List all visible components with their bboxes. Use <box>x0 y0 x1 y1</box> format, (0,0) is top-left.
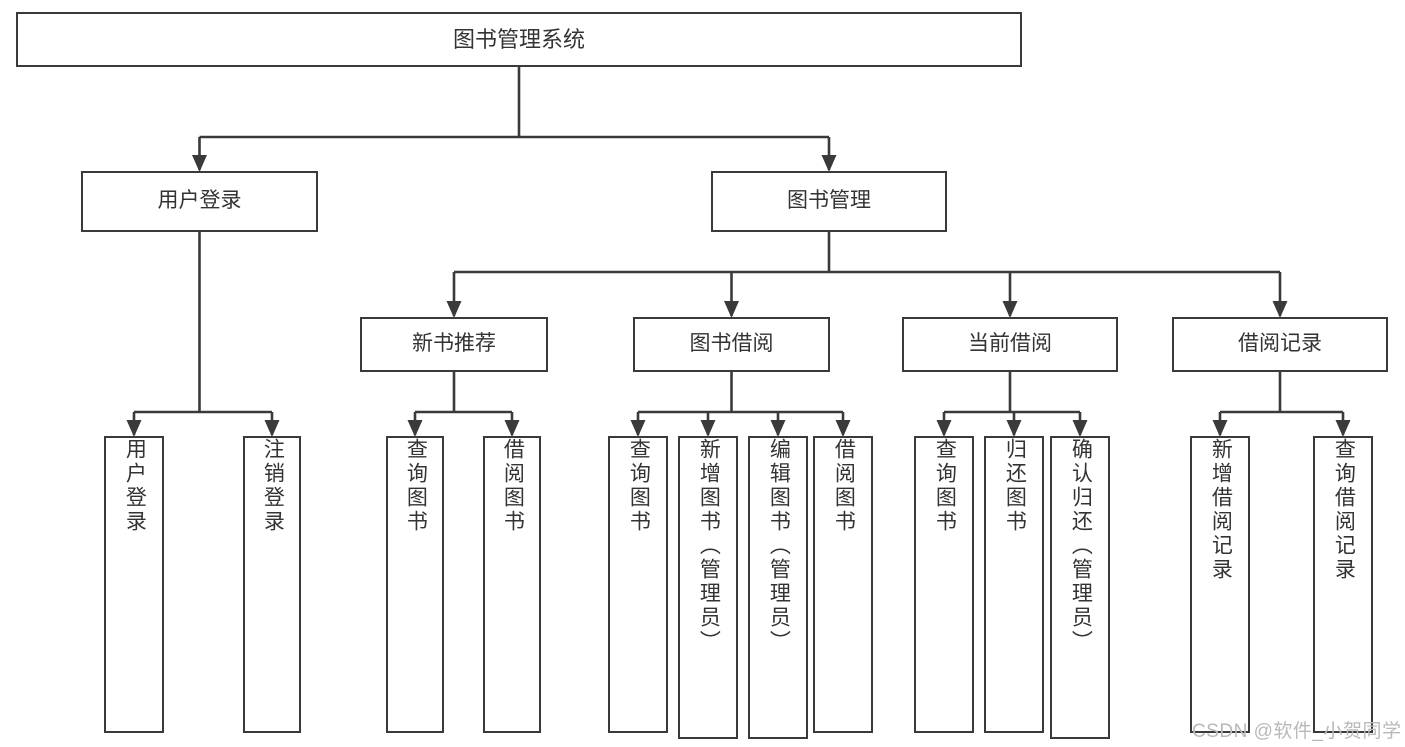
node-root[interactable]: 图书管理系统 <box>16 12 1022 67</box>
connector-arrowhead <box>407 420 423 437</box>
node-label: 图书管理 <box>787 189 871 213</box>
node-label: 编辑图书（管理员） <box>767 438 791 654</box>
connector-arrowhead <box>724 301 739 318</box>
connector-arrowhead <box>446 301 462 318</box>
node-label: 图书借阅 <box>689 332 774 356</box>
node-leaf-add-record[interactable]: 新增借阅记录 <box>1190 436 1250 733</box>
node-label: 注销登录 <box>261 438 285 534</box>
node-leaf-query-book-3[interactable]: 查询图书 <box>914 436 974 733</box>
node-label: 归还图书 <box>1003 438 1027 534</box>
connector-arrowhead <box>504 420 520 437</box>
node-label: 用户登录 <box>157 189 242 213</box>
node-book-borrow[interactable]: 图书借阅 <box>633 317 830 372</box>
node-label: 图书管理系统 <box>452 26 585 52</box>
node-leaf-return-book[interactable]: 归还图书 <box>984 436 1044 733</box>
node-label: 新书推荐 <box>412 332 496 356</box>
connector-arrowhead <box>126 420 142 437</box>
node-label: 新增图书（管理员） <box>697 438 721 654</box>
connector-arrowhead <box>1072 420 1088 437</box>
node-leaf-confirm-return[interactable]: 确认归还（管理员） <box>1050 436 1110 739</box>
node-leaf-query-book-2[interactable]: 查询图书 <box>608 436 668 733</box>
connector-arrowhead <box>1002 301 1018 318</box>
node-user-login[interactable]: 用户登录 <box>81 171 318 232</box>
connector-arrowhead <box>630 420 646 437</box>
node-label: 借阅记录 <box>1238 332 1322 356</box>
node-leaf-query-record[interactable]: 查询借阅记录 <box>1313 436 1373 733</box>
node-leaf-add-book[interactable]: 新增图书（管理员） <box>678 436 738 739</box>
node-label: 用户登录 <box>123 438 147 534</box>
node-leaf-borrow-book-1[interactable]: 借阅图书 <box>483 436 541 733</box>
node-leaf-user-logout[interactable]: 注销登录 <box>243 436 301 733</box>
connector-arrowhead <box>1212 420 1228 437</box>
node-label: 借阅图书 <box>501 438 525 534</box>
node-leaf-borrow-book-2[interactable]: 借阅图书 <box>813 436 873 733</box>
node-label: 新增借阅记录 <box>1209 438 1233 582</box>
node-book-manage[interactable]: 图书管理 <box>711 171 947 232</box>
node-current-borrow[interactable]: 当前借阅 <box>902 317 1118 372</box>
connector-arrowhead <box>1006 420 1022 437</box>
connector-arrowhead <box>936 420 952 437</box>
node-label: 查询借阅记录 <box>1332 438 1356 582</box>
connector-arrowhead <box>1335 420 1351 437</box>
node-label: 查询图书 <box>933 438 957 534</box>
connector-arrowhead <box>1272 301 1288 318</box>
node-label: 当前借阅 <box>968 332 1052 356</box>
node-borrow-record[interactable]: 借阅记录 <box>1172 317 1388 372</box>
connector-arrowhead <box>192 155 207 172</box>
node-label: 借阅图书 <box>832 438 856 534</box>
connector-arrowhead <box>264 420 280 437</box>
node-leaf-user-login[interactable]: 用户登录 <box>104 436 164 733</box>
node-label: 确认归还（管理员） <box>1069 438 1093 654</box>
node-new-book-rec[interactable]: 新书推荐 <box>360 317 548 372</box>
node-label: 查询图书 <box>627 438 651 534</box>
connector-arrowhead <box>835 420 851 437</box>
connector-arrowhead <box>700 420 716 437</box>
node-label: 查询图书 <box>404 438 428 534</box>
watermark-text: CSDN @软件_小贺同学 <box>1192 721 1402 742</box>
node-leaf-edit-book[interactable]: 编辑图书（管理员） <box>748 436 808 739</box>
node-leaf-query-book-1[interactable]: 查询图书 <box>386 436 444 733</box>
connector-arrowhead <box>821 155 837 172</box>
connector-arrowhead <box>770 420 786 437</box>
